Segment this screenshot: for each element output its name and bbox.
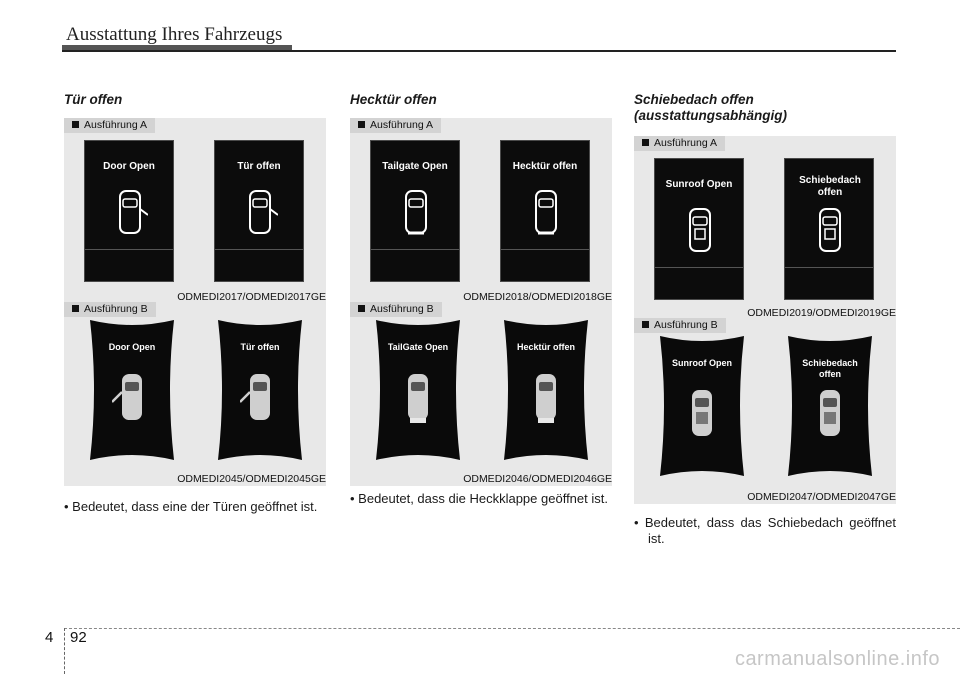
car-door-open-icon xyxy=(119,190,148,234)
cluster-screen-en: TailGate Open xyxy=(372,318,464,462)
header-tab-bar xyxy=(62,45,292,52)
section-sunroof-open: Schiebedach offen (ausstattungsabhängig) xyxy=(634,92,896,124)
screen-text: Tür offen xyxy=(240,342,280,352)
screen-text: Hecktür offen xyxy=(516,342,575,352)
cluster-screen-de: Tür offen xyxy=(214,140,304,282)
watermark-text: carmanualsonline.info xyxy=(734,648,940,670)
car-sunroof-open-icon xyxy=(819,208,841,252)
screen-text: Schiebedach offen xyxy=(799,175,861,198)
car-sunroof-open-icon xyxy=(692,390,712,436)
figure-variant-b: Ausführung B Door Open Tür offen ODMEDI2… xyxy=(64,302,326,486)
car-tailgate-open-icon xyxy=(535,190,557,235)
screen-text: Hecktür offen xyxy=(512,161,578,172)
figure-variant-a: Ausführung A Door Open Tür offen ODMEDI2… xyxy=(64,118,326,304)
cluster-screen-en: Door Open xyxy=(86,318,178,462)
section-title: Schiebedach offen (ausstattungsabhängig) xyxy=(634,92,788,123)
figure-code: ODMEDI2019/ODMEDI2019GE xyxy=(747,307,896,319)
car-sunroof-open-icon xyxy=(820,390,840,436)
section-title: Hecktür offen xyxy=(350,92,437,107)
description-bullet: • Bedeutet, dass das Schiebedach geöffne… xyxy=(634,515,896,546)
description-bullet: • Bedeutet, dass die Heckklappe geöffnet… xyxy=(350,491,608,506)
car-door-open-icon xyxy=(249,190,278,234)
figure-variant-b: Ausführung B Sunroof Open Schiebedach of… xyxy=(634,318,896,504)
screen-text: Door Open xyxy=(103,161,155,172)
car-door-open-icon xyxy=(240,374,270,420)
variant-label: Ausführung A xyxy=(634,136,726,151)
footer-rule xyxy=(64,628,960,629)
page-header-title: Ausstattung Ihres Fahrzeugs xyxy=(66,24,283,45)
variant-label: Ausführung A xyxy=(64,118,156,133)
cluster-screen-de: Tür offen xyxy=(214,318,306,462)
screen-text: Tür offen xyxy=(237,161,281,172)
figure-code: ODMEDI2047/ODMEDI2047GE xyxy=(747,491,896,503)
cluster-screen-de: Schiebedach offen xyxy=(784,334,876,478)
chapter-number: 4 xyxy=(45,629,54,646)
car-sunroof-open-icon xyxy=(689,208,711,252)
page-number: 92 xyxy=(70,629,87,646)
variant-label: Ausführung B xyxy=(634,318,726,333)
cluster-screen-en: Sunroof Open xyxy=(654,158,744,300)
variant-label: Ausführung A xyxy=(350,118,442,133)
figure-variant-a: Ausführung A Tailgate Open Hecktür offen… xyxy=(350,118,612,304)
cluster-screen-en: Door Open xyxy=(84,140,174,282)
figure-code: ODMEDI2045/ODMEDI2045GE xyxy=(177,473,326,485)
screen-text: Tailgate Open xyxy=(382,161,448,172)
section-title: Tür offen xyxy=(64,92,123,107)
screen-text: Sunroof Open xyxy=(665,179,733,190)
car-door-open-icon xyxy=(112,374,142,420)
cluster-screen-de: Hecktür offen xyxy=(500,140,590,282)
figure-code: ODMEDI2046/ODMEDI2046GE xyxy=(463,473,612,485)
car-tailgate-open-icon xyxy=(405,190,427,235)
section-tailgate-open: Hecktür offen xyxy=(350,92,612,108)
cluster-screen-en: Tailgate Open xyxy=(370,140,460,282)
cluster-screen-en: Sunroof Open xyxy=(656,334,748,478)
variant-label: Ausführung B xyxy=(350,302,442,317)
cluster-screen-de: Schiebedach offen xyxy=(784,158,874,300)
screen-text: Door Open xyxy=(108,342,156,352)
screen-text: Schiebedach offen xyxy=(802,358,858,379)
description-bullet: • Bedeutet, dass eine der Türen geöffnet… xyxy=(64,499,318,514)
car-tailgate-open-icon xyxy=(408,374,428,423)
screen-text: TailGate Open xyxy=(387,342,449,352)
figure-variant-b: Ausführung B TailGate Open Hecktür offen… xyxy=(350,302,612,486)
variant-label: Ausführung B xyxy=(64,302,156,317)
cluster-screen-de: Hecktür offen xyxy=(500,318,592,462)
figure-variant-a: Ausführung A Sunroof Open Schiebedach of… xyxy=(634,136,896,320)
footer-separator xyxy=(64,628,65,674)
screen-text: Sunroof Open xyxy=(672,358,732,368)
header-rule xyxy=(62,50,896,52)
section-door-open: Tür offen xyxy=(64,92,326,108)
car-tailgate-open-icon xyxy=(536,374,556,423)
figure-code: ODMEDI2017/ODMEDI2017GE xyxy=(177,291,326,303)
figure-code: ODMEDI2018/ODMEDI2018GE xyxy=(463,291,612,303)
